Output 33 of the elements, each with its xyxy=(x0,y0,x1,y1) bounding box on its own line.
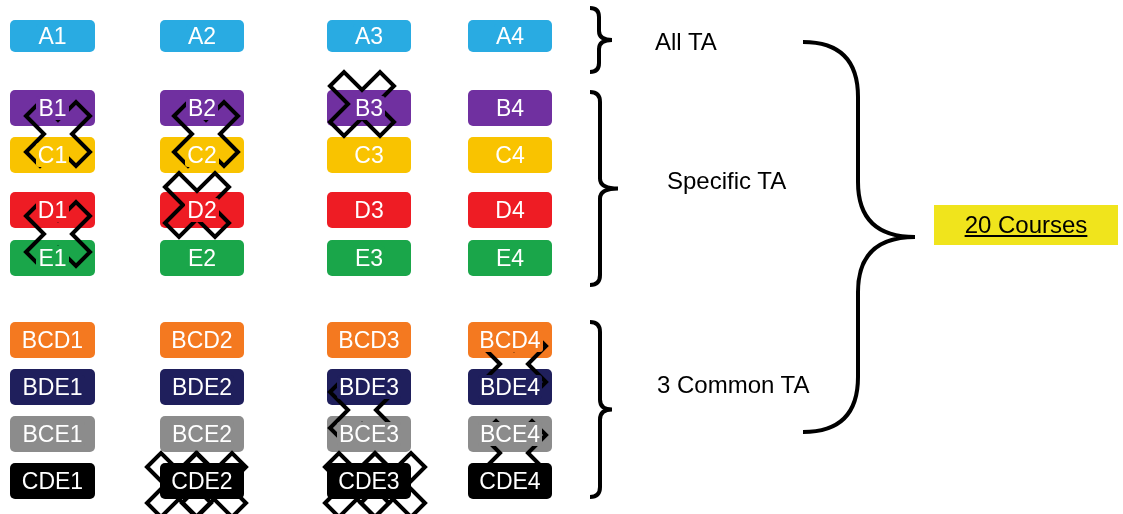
course-tile: B2 xyxy=(160,90,244,126)
course-tile: A3 xyxy=(327,20,411,52)
course-tile: BCE2 xyxy=(160,416,244,452)
course-tile: B4 xyxy=(468,90,552,126)
course-tile: C2 xyxy=(160,137,244,173)
course-tile: CDE1 xyxy=(10,463,95,499)
group-label: Specific TA xyxy=(667,166,787,196)
course-tile: C1 xyxy=(10,137,95,173)
course-tile: BCD1 xyxy=(10,322,95,358)
course-tile: BDE1 xyxy=(10,369,95,405)
course-tile: A1 xyxy=(10,20,95,52)
course-tile: BDE2 xyxy=(160,369,244,405)
course-tile: E4 xyxy=(468,240,552,276)
course-tile: A4 xyxy=(468,20,552,52)
course-tile: D4 xyxy=(468,192,552,228)
highlight-box: 20 Courses xyxy=(934,205,1118,245)
course-tile: BCE1 xyxy=(10,416,95,452)
course-tile: D1 xyxy=(10,192,95,228)
course-tile: B1 xyxy=(10,90,95,126)
course-tile: CDE2 xyxy=(160,463,244,499)
course-tile: E1 xyxy=(10,240,95,276)
group-label: 3 Common TA xyxy=(657,370,811,400)
course-tile: BCD3 xyxy=(327,322,411,358)
course-tile: E3 xyxy=(327,240,411,276)
group-label: All TA xyxy=(655,27,718,57)
course-tile: C3 xyxy=(327,137,411,173)
course-tile: BCE4 xyxy=(468,416,552,452)
course-tile: E2 xyxy=(160,240,244,276)
course-tile: CDE4 xyxy=(468,463,552,499)
course-tile: C4 xyxy=(468,137,552,173)
course-tile: BCD2 xyxy=(160,322,244,358)
course-tile: D3 xyxy=(327,192,411,228)
course-tile: A2 xyxy=(160,20,244,52)
